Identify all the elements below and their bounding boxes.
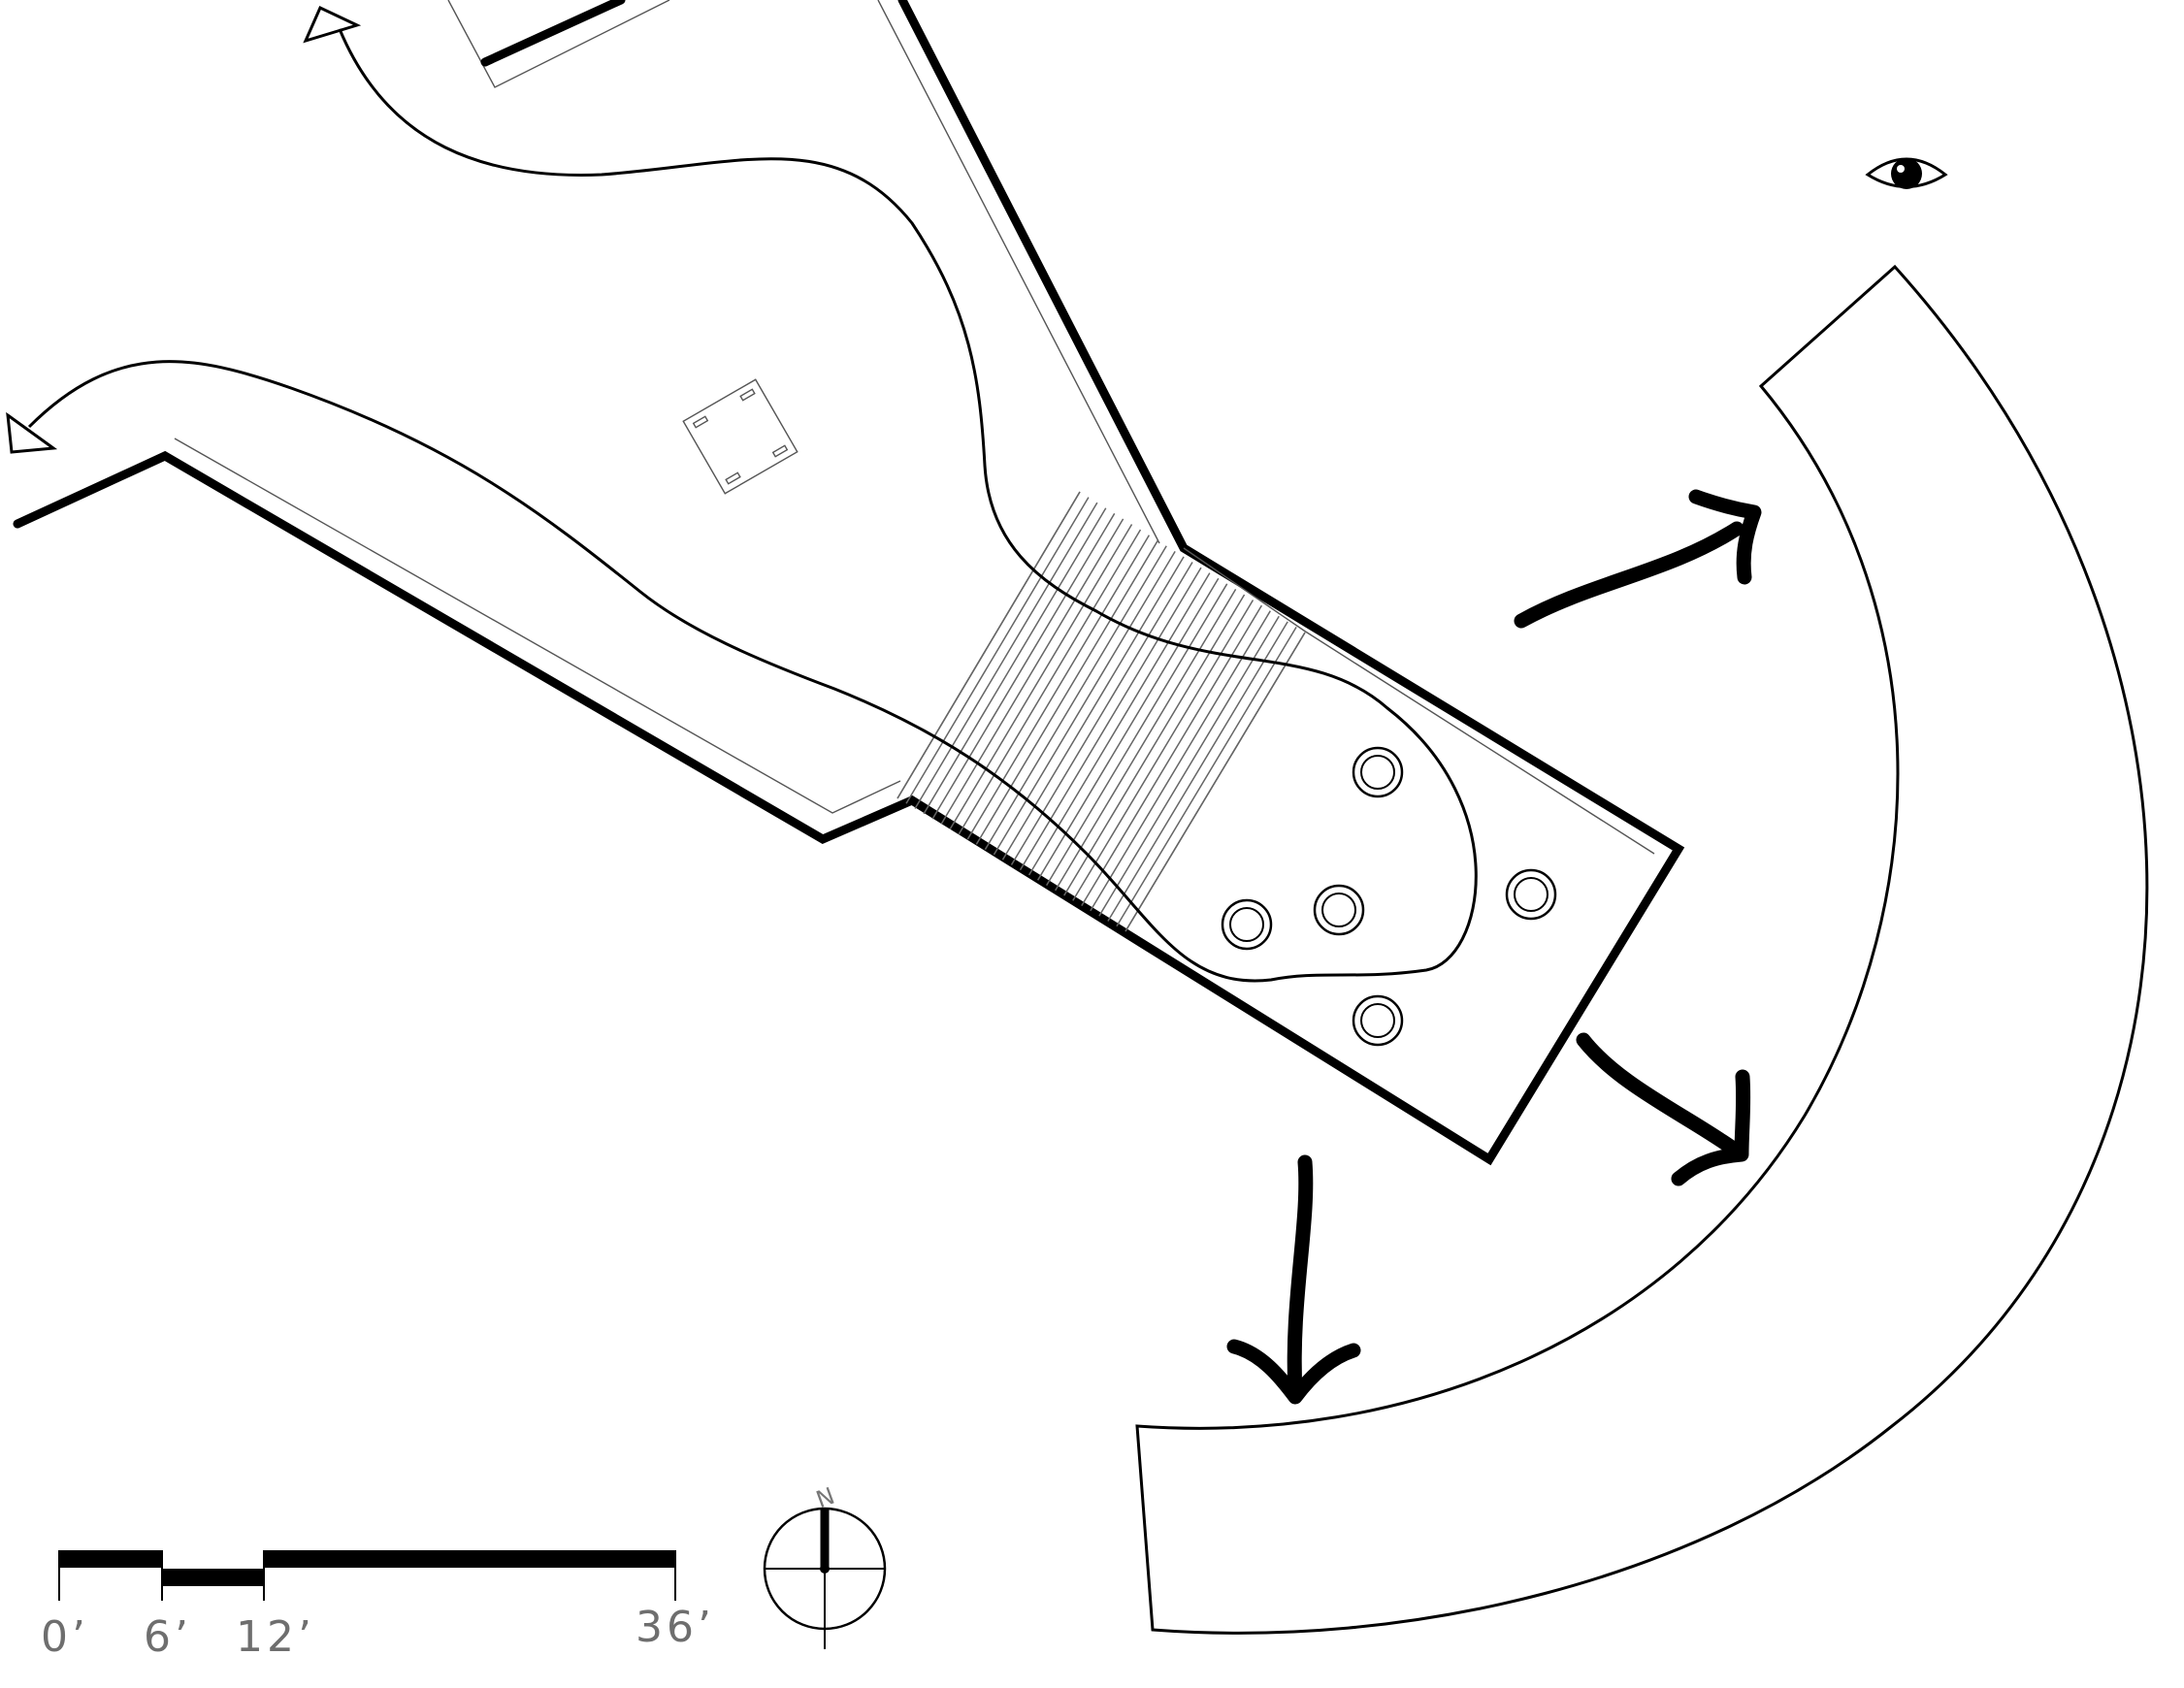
column-circles xyxy=(1221,746,1557,1047)
stair-hatch xyxy=(896,491,1306,932)
square-pad xyxy=(682,378,799,495)
stair-tread-line xyxy=(1010,562,1193,865)
column-circle xyxy=(1360,755,1395,790)
scale-label-0: 0’ xyxy=(41,1612,89,1662)
column-circle xyxy=(1221,898,1273,951)
flow-paths xyxy=(6,5,1478,983)
column-circle xyxy=(1360,1003,1395,1038)
stair-tread-line xyxy=(1107,621,1288,922)
stair-tread-line xyxy=(1001,556,1185,860)
stair-tread-line xyxy=(966,535,1151,840)
stair-tread-line xyxy=(1098,615,1280,917)
eye-icon xyxy=(1865,157,1948,189)
scale-label-6: 6’ xyxy=(144,1612,192,1662)
stair-tread-line xyxy=(1116,627,1297,927)
stair-tread-line xyxy=(1055,588,1237,892)
upper-wall-fragment xyxy=(447,0,670,88)
ramp-corridor xyxy=(13,0,1685,1166)
scale-label-12: 12’ xyxy=(236,1612,315,1662)
scale-label-36: 36’ xyxy=(636,1603,715,1652)
stair-tread-line xyxy=(931,512,1116,820)
stair-tread-line xyxy=(993,550,1176,856)
stair-tread-line xyxy=(923,507,1107,815)
column-circle xyxy=(1313,884,1365,936)
ramp-upper-wall xyxy=(13,0,1685,1166)
stair-tread-line xyxy=(905,497,1090,804)
stair-tread-line xyxy=(1081,604,1263,907)
stair-tread-line xyxy=(914,502,1098,809)
column-circle xyxy=(1352,994,1404,1047)
ramp-inner-edge-upper xyxy=(877,0,1160,544)
stair-tread-line xyxy=(1046,583,1228,886)
north-arrow-icon: N xyxy=(763,1482,887,1649)
flow-arrow-icon xyxy=(1514,489,1762,629)
stair-tread-line xyxy=(1090,610,1271,912)
column-circle xyxy=(1352,746,1404,798)
column-circle xyxy=(1321,893,1356,927)
stair-tread-line xyxy=(1019,567,1202,871)
flow-arrow-icon xyxy=(1576,1032,1751,1186)
flow-arrow-icon xyxy=(1226,1154,1361,1405)
stair-edge xyxy=(896,491,1306,932)
stair-tread-line xyxy=(958,529,1142,835)
stair-tread-line xyxy=(1027,572,1211,876)
column-circle xyxy=(1229,907,1264,942)
stair-tread-line xyxy=(984,545,1167,851)
curved-arc-wall xyxy=(1135,264,2149,1635)
column-circle xyxy=(1514,877,1548,912)
stair-tread-line xyxy=(1036,577,1220,881)
stair-tread-line xyxy=(1063,594,1246,896)
stair-tread-line xyxy=(1072,600,1255,901)
column-circle xyxy=(1505,868,1557,921)
scale-bar: 0’ 6’ 12’ 36’ xyxy=(41,1550,715,1662)
upper-winding-path xyxy=(27,28,1478,983)
entry-triangle-icon xyxy=(303,5,362,44)
stair-tread-line xyxy=(940,518,1125,825)
stair-tread-line xyxy=(975,539,1158,845)
entry-triangle-icon xyxy=(6,411,58,454)
flow-arrows xyxy=(1226,489,1762,1405)
ramp-inner-edge-lower xyxy=(174,438,901,814)
stair-tread-line xyxy=(949,524,1133,829)
